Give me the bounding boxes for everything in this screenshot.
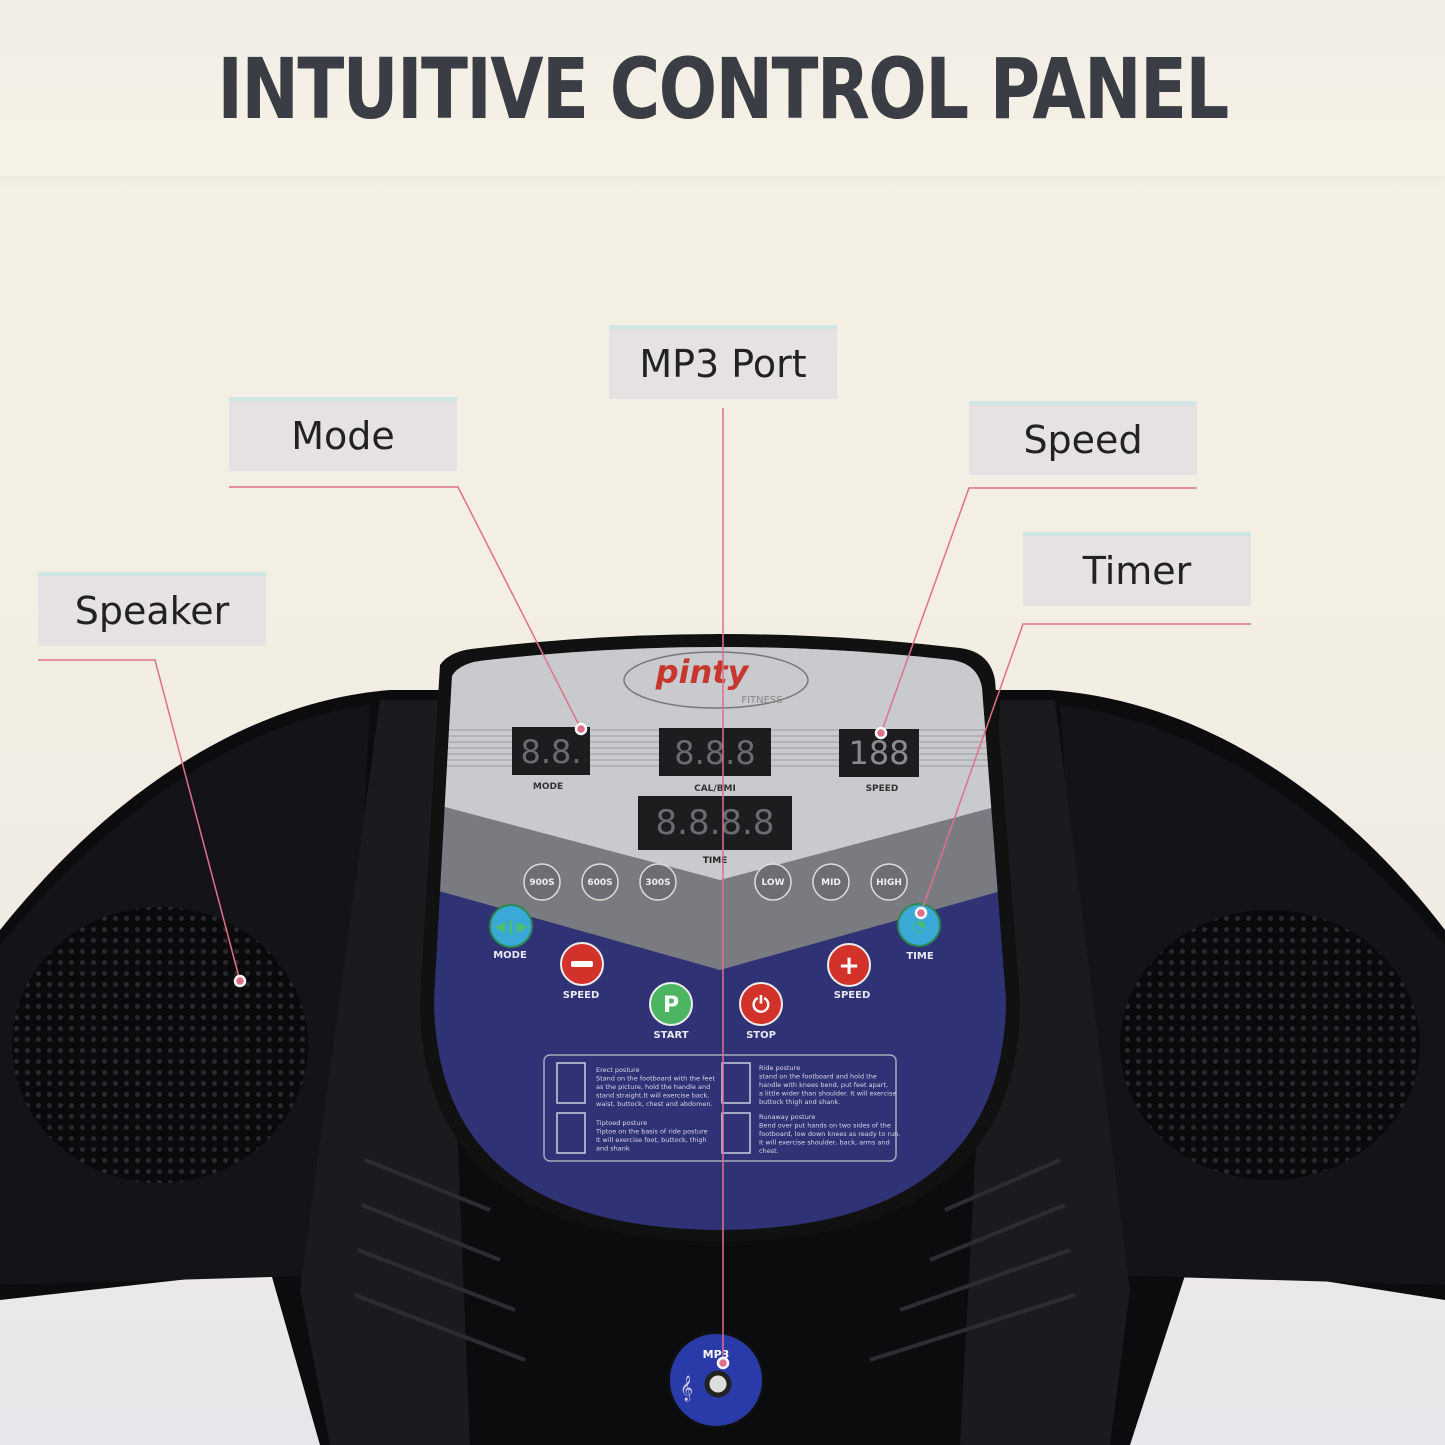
minus-icon (571, 961, 593, 967)
power-icon: ⏻ (752, 993, 770, 1018)
svg-text:It will exercise shoulder, bac: It will exercise shoulder, back, arms an… (759, 1139, 890, 1147)
p-icon: P (663, 993, 679, 1018)
preset-low-button[interactable]: LOW (754, 863, 792, 901)
svg-text:and shank: and shank (596, 1145, 630, 1153)
left-speaker-grille (12, 907, 308, 1183)
svg-text:waist, buttock, chest and abdo: waist, buttock, chest and abdomen. (596, 1100, 713, 1108)
start-button[interactable]: P START (649, 982, 693, 1041)
svg-text:MODE: MODE (493, 950, 527, 961)
svg-text:Tiptoe on the basis of ride po: Tiptoe on the basis of ride posture (595, 1128, 708, 1136)
speed-down-button[interactable]: SPEED (560, 942, 604, 1001)
svg-text:handle with knees bend, put fe: handle with knees bend, put feet apart, (759, 1081, 888, 1089)
speed-display: 188 SPEED (839, 729, 919, 794)
svg-text:STOP: STOP (746, 1030, 776, 1041)
svg-text:600S: 600S (587, 878, 612, 888)
right-speaker-grille (1120, 910, 1420, 1180)
svg-text:buttock thigh and shank.: buttock thigh and shank. (759, 1098, 840, 1106)
svg-text:900S: 900S (529, 878, 554, 888)
arrows-icon: ◀❙▶ (494, 919, 527, 935)
svg-text:MID: MID (821, 878, 841, 888)
preset-300s-button[interactable]: 300S (639, 863, 677, 901)
stop-button[interactable]: ⏻ STOP (739, 982, 783, 1041)
svg-text:Erect posture: Erect posture (596, 1066, 640, 1074)
svg-text:footboard, low down knees as r: footboard, low down knees as ready to ru… (759, 1130, 900, 1138)
preset-900s-button[interactable]: 900S (523, 863, 561, 901)
svg-text:CAL/BMI: CAL/BMI (694, 784, 736, 794)
svg-text:188: 188 (848, 734, 909, 772)
svg-text:HIGH: HIGH (876, 878, 902, 888)
brand-subtitle: FITNESS (741, 695, 782, 706)
audio-jack-icon (704, 1370, 732, 1398)
brand-logo: pinty (655, 653, 750, 691)
preset-high-button[interactable]: HIGH (870, 863, 908, 901)
time-display: 8.8.8.8 TIME (638, 796, 792, 866)
music-note-icon: 𝄞 (680, 1375, 693, 1401)
svg-text:START: START (653, 1030, 688, 1041)
svg-text:Stand on the footboard with th: Stand on the footboard with the feet (596, 1075, 715, 1083)
svg-text:Bend over put hands on two sid: Bend over put hands on two sides of the (759, 1122, 891, 1130)
callout-mp3-port: MP3 Port (609, 325, 837, 399)
svg-text:SPEED: SPEED (866, 784, 899, 794)
svg-text:stand on the footboard and hol: stand on the footboard and hold the (759, 1073, 877, 1081)
svg-text:TIME: TIME (906, 951, 933, 962)
svg-text:TIME: TIME (703, 856, 728, 866)
svg-text:as the picture, hold the handl: as the picture, hold the handle and (596, 1083, 710, 1091)
svg-text:MODE: MODE (533, 782, 563, 792)
svg-text:stand straight.It will exercis: stand straight.It will exercise back, (596, 1092, 709, 1100)
callout-markers (233, 722, 928, 1370)
svg-text:SPEED: SPEED (563, 990, 600, 1001)
time-button[interactable]: ◔ TIME (897, 903, 941, 962)
mode-button[interactable]: ◀❙▶ MODE (489, 904, 533, 961)
runaway-posture-icon (721, 1112, 751, 1154)
callout-timer: Timer (1023, 532, 1251, 606)
svg-text:8.8.: 8.8. (520, 733, 581, 771)
erect-posture-icon (556, 1062, 586, 1104)
svg-text:8.8.8.8: 8.8.8.8 (656, 803, 775, 843)
ride-posture-icon (721, 1062, 751, 1104)
svg-text:LOW: LOW (762, 878, 785, 888)
speed-up-button[interactable]: + SPEED (827, 943, 871, 1001)
posture-instructions: Erect posture Stand on the footboard wit… (543, 1054, 900, 1162)
svg-text:300S: 300S (645, 878, 670, 888)
preset-mid-button[interactable]: MID (812, 863, 850, 901)
preset-600s-button[interactable]: 600S (581, 863, 619, 901)
svg-text:Tiptoed posture: Tiptoed posture (595, 1119, 647, 1127)
svg-text:a little wider than shoulder.: a little wider than shoulder. It will ex… (759, 1090, 896, 1098)
svg-text:SPEED: SPEED (834, 990, 871, 1001)
plus-icon: + (838, 951, 860, 981)
mode-display: 8.8. MODE (512, 727, 590, 792)
control-panel: pinty FITNESS 8.8. MODE 8.8.8 CAL/BMI 18… (420, 634, 1020, 1242)
callout-speed: Speed (969, 401, 1197, 475)
svg-text:Runaway posture: Runaway posture (759, 1113, 815, 1121)
callout-speaker: Speaker (38, 572, 266, 646)
callout-mode: Mode (229, 397, 457, 471)
tiptoed-posture-icon (556, 1112, 586, 1154)
callout-leader-lines (38, 408, 1251, 1362)
svg-text:Ride posture: Ride posture (759, 1064, 800, 1072)
mp3-port[interactable]: MP3 𝄞 (668, 1332, 764, 1428)
svg-text:8.8.8: 8.8.8 (674, 734, 755, 772)
cal-bmi-display: 8.8.8 CAL/BMI (659, 728, 771, 794)
page-title: INTUITIVE CONTROL PANEL (217, 40, 1229, 138)
clock-icon: ◔ (912, 916, 926, 935)
svg-text:chest.: chest. (759, 1147, 779, 1155)
title-band (0, 0, 1445, 176)
svg-text:It will exercise foot, buttock: It will exercise foot, buttock, thigh (596, 1136, 707, 1144)
